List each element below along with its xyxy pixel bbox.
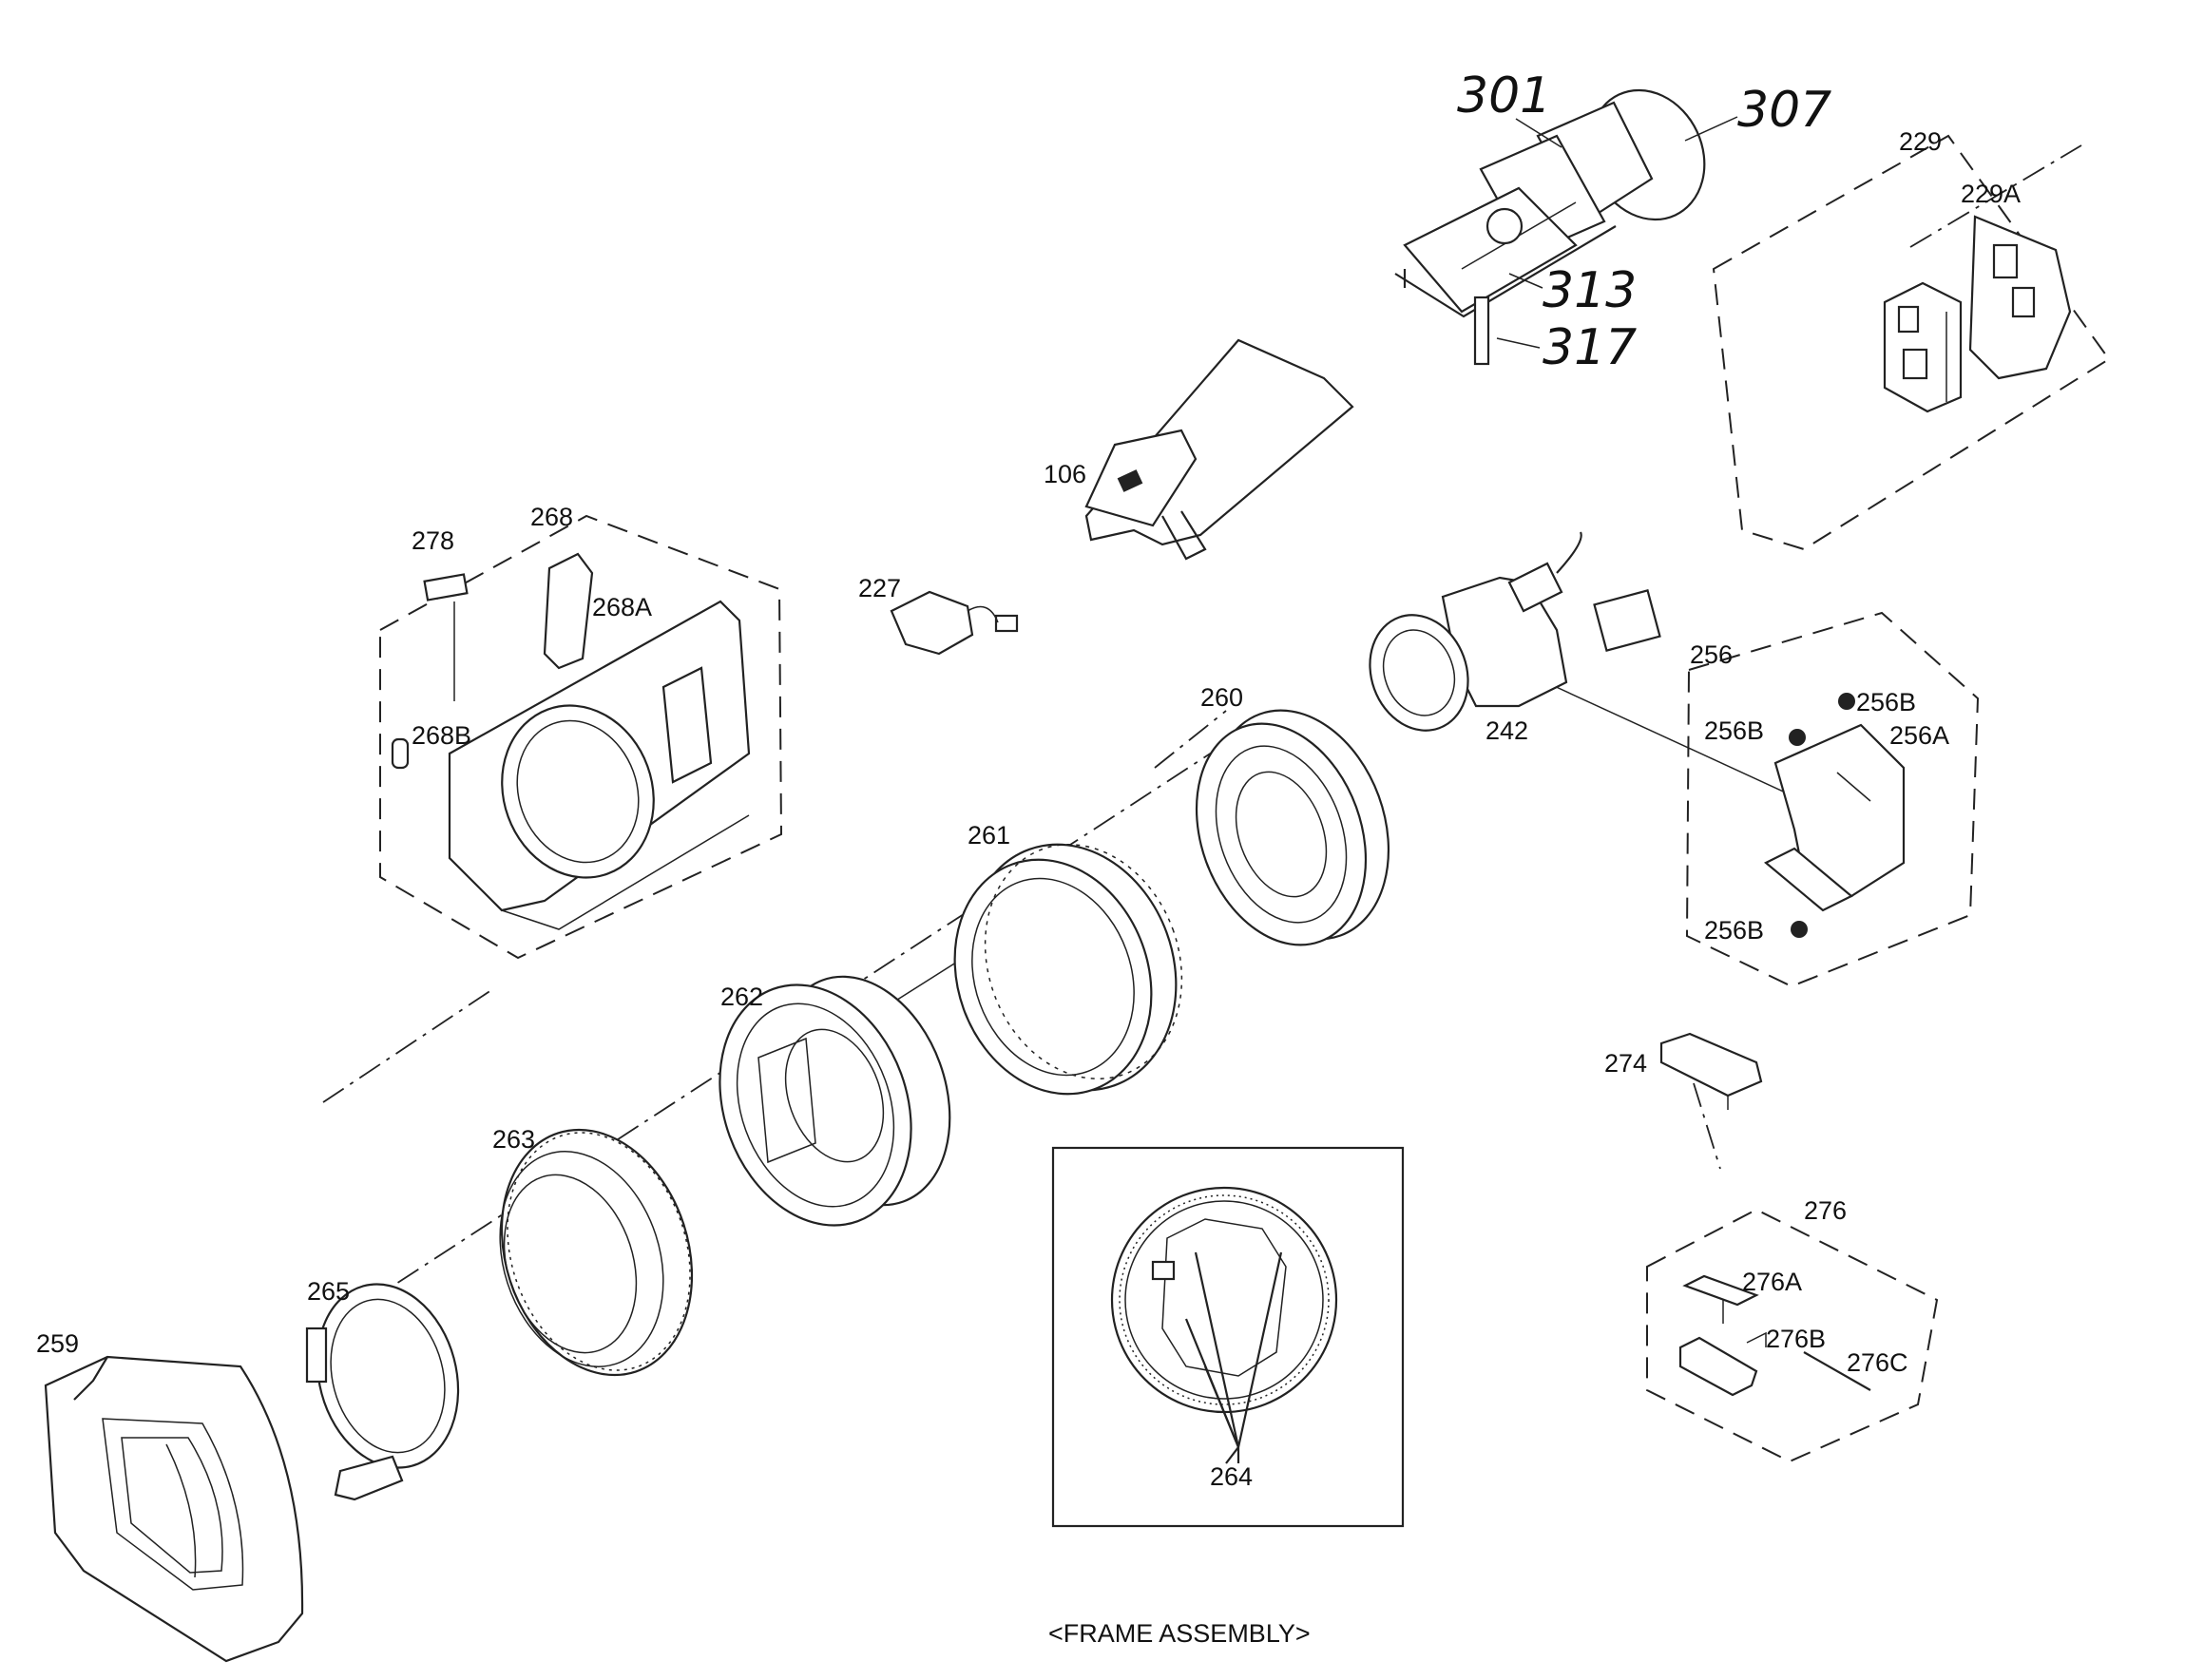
leader-317 <box>1496 337 1541 349</box>
lens-hood-259 <box>44 1355 304 1663</box>
ring-263 <box>499 1128 694 1377</box>
axis-line-bottom <box>1693 1082 1721 1170</box>
leader-313 <box>1508 273 1543 289</box>
diagram-caption: <FRAME ASSEMBLY> <box>1048 1619 1311 1648</box>
label-256B-top: 256B <box>1856 688 1916 716</box>
group-256-outline <box>1685 611 1980 988</box>
label-256A: 256A <box>1889 721 1949 750</box>
label-263: 263 <box>492 1125 535 1154</box>
label-274: 274 <box>1604 1049 1647 1078</box>
label-227: 227 <box>858 574 901 602</box>
label-256B-left: 256B <box>1704 716 1764 745</box>
axis-line-upper <box>1154 710 1227 769</box>
axis-line-right <box>1909 144 2082 248</box>
label-313: 313 <box>1543 262 1637 319</box>
label-259: 259 <box>36 1329 79 1358</box>
leader-301 <box>1515 118 1562 148</box>
viewfinder-assembly <box>1394 88 1706 366</box>
label-260: 260 <box>1200 683 1243 712</box>
group-268-outline <box>379 514 783 960</box>
label-229: 229 <box>1899 127 1942 156</box>
part-274 <box>1659 1032 1763 1110</box>
label-256: 256 <box>1690 640 1733 669</box>
bracket-265 <box>305 1283 460 1501</box>
front-panel-268 <box>391 552 751 930</box>
lens-block-242 <box>1369 531 1661 732</box>
label-276B: 276B <box>1766 1325 1826 1353</box>
label-265: 265 <box>307 1277 350 1306</box>
label-229A: 229A <box>1961 180 2021 208</box>
label-262: 262 <box>720 983 763 1011</box>
inset-264 <box>1051 1146 1405 1528</box>
switch-227 <box>890 590 1019 656</box>
label-261: 261 <box>968 821 1010 850</box>
label-268: 268 <box>530 503 573 531</box>
board-229A <box>1883 215 2072 413</box>
label-268B: 268B <box>412 721 471 750</box>
label-317: 317 <box>1543 319 1637 376</box>
group-276-outline <box>1646 1208 1939 1463</box>
label-106: 106 <box>1044 460 1086 488</box>
group-229-outline <box>1712 134 2111 551</box>
label-307: 307 <box>1737 82 1831 139</box>
board-256 <box>1764 693 1906 938</box>
label-264: 264 <box>1210 1462 1253 1491</box>
label-268A: 268A <box>592 593 652 621</box>
label-276A: 276A <box>1742 1268 1802 1296</box>
ring-261 <box>953 843 1183 1096</box>
label-242: 242 <box>1485 716 1528 745</box>
label-278: 278 <box>412 526 454 555</box>
label-276C: 276C <box>1847 1348 1908 1377</box>
axis-line-left <box>322 987 495 1103</box>
parts-276 <box>1678 1274 1871 1397</box>
label-301: 301 <box>1457 67 1551 124</box>
leader-307 <box>1684 116 1738 142</box>
ring-262 <box>719 975 951 1227</box>
label-276: 276 <box>1804 1196 1847 1225</box>
ring-260 <box>1195 709 1390 946</box>
label-256B-bottom: 256B <box>1704 916 1764 945</box>
top-cover-106 <box>1084 338 1354 561</box>
axis-line-main <box>360 750 1216 1308</box>
